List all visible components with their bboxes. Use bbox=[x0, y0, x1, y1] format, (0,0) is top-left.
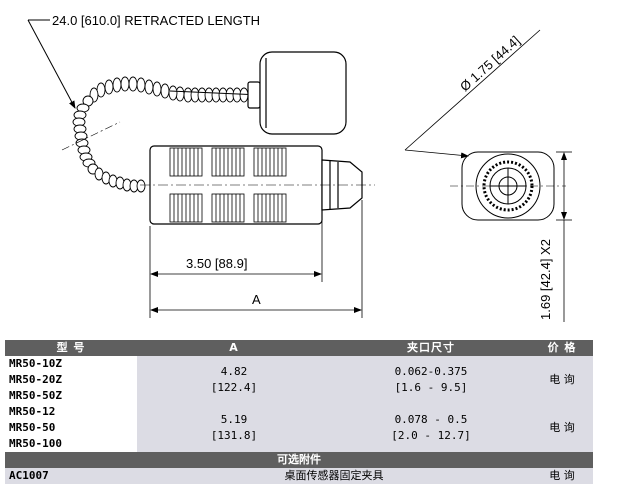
end-view bbox=[461, 151, 555, 221]
a-mm: [122.4] bbox=[210, 381, 258, 394]
accessory-model: AC1007 bbox=[5, 468, 137, 484]
a-cell: 4.82 [122.4] bbox=[137, 356, 331, 404]
a-mm: [131.8] bbox=[210, 429, 258, 442]
dim-body-length bbox=[149, 200, 363, 318]
accessory-price: 电 询 bbox=[531, 468, 593, 484]
header-a: A bbox=[137, 340, 331, 356]
table-header: 型 号 A 夹口尺寸 价 格 bbox=[5, 340, 593, 356]
accessory-desc: 桌面传感器固定夹具 bbox=[137, 468, 531, 484]
model-cell: MR50-20Z bbox=[5, 372, 137, 388]
model-cell: MR50-100 bbox=[5, 436, 137, 452]
spec-table: 型 号 A 夹口尺寸 价 格 MR50-10Z 4.82 [122.4] 0.0… bbox=[5, 340, 593, 484]
dim-height bbox=[556, 151, 572, 322]
table-row: MR50-12 5.19 [131.8] 0.078 - 0.5 [2.0 - … bbox=[5, 404, 593, 452]
jaw-mm: [2.0 - 12.7] bbox=[391, 429, 471, 442]
cable-centerline bbox=[61, 121, 121, 151]
jaw-in: 0.078 - 0.5 bbox=[394, 413, 468, 426]
jaw-in: 0.062-0.375 bbox=[394, 365, 468, 378]
overall-length-label: A bbox=[252, 292, 261, 307]
a-in: 4.82 bbox=[220, 365, 248, 378]
optional-title: 可选附件 bbox=[5, 452, 593, 468]
diameter-leader bbox=[404, 29, 541, 159]
model-cell: MR50-10Z bbox=[5, 356, 137, 372]
header-model: 型 号 bbox=[5, 340, 137, 356]
header-jaw: 夹口尺寸 bbox=[331, 340, 531, 356]
table-row: MR50-20Z bbox=[5, 372, 593, 388]
optional-header: 可选附件 bbox=[5, 452, 593, 468]
model-cell: MR50-12 bbox=[5, 404, 137, 420]
price-cell: 电 询 bbox=[531, 404, 593, 452]
connector bbox=[247, 51, 347, 135]
accessory-row: AC1007 桌面传感器固定夹具 电 询 bbox=[5, 468, 593, 484]
model-cell: MR50-50 bbox=[5, 420, 137, 436]
table-row: MR50-50 bbox=[5, 420, 593, 436]
coiled-cable bbox=[72, 76, 249, 193]
cable-straight bbox=[169, 90, 261, 96]
table-row: MR50-50Z bbox=[5, 388, 593, 404]
price-cell: 电 询 bbox=[531, 356, 593, 404]
a-cell: 5.19 [131.8] bbox=[137, 404, 331, 452]
diameter-label: Ø 1.75 [44.4] bbox=[457, 33, 523, 94]
jaw-cell: 0.078 - 0.5 [2.0 - 12.7] bbox=[331, 404, 531, 452]
table-row: MR50-10Z 4.82 [122.4] 0.062-0.375 [1.6 -… bbox=[5, 356, 593, 404]
model-cell: MR50-50Z bbox=[5, 388, 137, 404]
retracted-length-label: 24.0 [610.0] RETRACTED LENGTH bbox=[52, 13, 260, 28]
body-length-label: 3.50 [88.9] bbox=[186, 256, 247, 271]
technical-drawing: 24.0 [610.0] RETRACTED LENGTH bbox=[27, 13, 572, 322]
height-label: 1.69 [42.4] X2 bbox=[538, 239, 553, 320]
jaw-mm: [1.6 - 9.5] bbox=[394, 381, 468, 394]
jaw-cell: 0.062-0.375 [1.6 - 9.5] bbox=[331, 356, 531, 404]
a-in: 5.19 bbox=[220, 413, 248, 426]
header-price: 价 格 bbox=[531, 340, 593, 356]
table-row: MR50-100 bbox=[5, 436, 593, 452]
retracted-length-leader bbox=[27, 19, 76, 109]
